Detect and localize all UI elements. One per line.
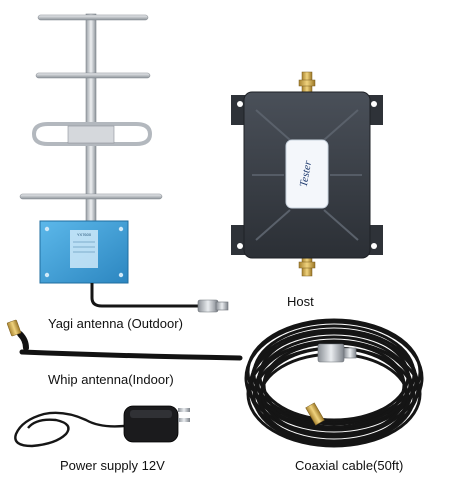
coax-sma-connector — [305, 402, 325, 426]
host-logo-panel — [285, 139, 329, 209]
yagi-element — [37, 14, 149, 21]
yagi-n-connector — [197, 299, 219, 313]
host-booster: Tester — [231, 71, 383, 277]
coaxial-connectors — [305, 343, 357, 426]
yagi-folded-dipole — [31, 122, 153, 146]
caption-host: Host — [287, 294, 314, 309]
coaxial-cable-coil — [244, 318, 424, 448]
coax-n-connector — [317, 343, 345, 363]
caption-yagi-antenna: Yagi antenna (Outdoor) — [48, 316, 183, 331]
yagi-feed-block — [67, 125, 115, 144]
host-logo-text: Tester — [298, 159, 315, 188]
power-prong — [178, 418, 190, 422]
power-cord — [14, 411, 125, 448]
yagi-element — [35, 72, 151, 79]
yagi-plate-label — [70, 230, 98, 268]
yagi-antenna: YX7600 — [19, 13, 229, 313]
caption-coaxial-cable: Coaxial cable(50ft) — [295, 458, 404, 473]
yagi-element — [19, 193, 163, 200]
whip-sma-connector — [6, 319, 22, 337]
power-supply — [14, 405, 190, 448]
caption-power-supply: Power supply 12V — [60, 458, 165, 473]
whip-antenna-rod — [19, 349, 243, 361]
whip-antenna — [6, 319, 243, 361]
power-prong — [178, 408, 190, 412]
caption-whip-antenna: Whip antenna(Indoor) — [48, 372, 174, 387]
yagi-plate-label-text: YX7600 — [77, 232, 92, 237]
yagi-pigtail-cable — [90, 283, 200, 308]
